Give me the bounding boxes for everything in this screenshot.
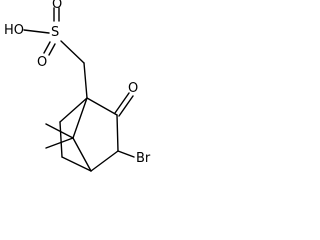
bond-c7-methyl-b <box>45 137 74 149</box>
sulfonic-acid-group <box>23 7 85 64</box>
bond-c1-c2 <box>86 97 118 116</box>
bond-c4-c5 <box>61 156 92 172</box>
ketone-group <box>114 92 134 117</box>
bond-s-o-bottom-b <box>48 43 56 56</box>
atom-label-sulfonyl-oxygen-top: O <box>52 0 62 12</box>
bond-ch2-c1 <box>83 62 88 99</box>
bond-c3-c4 <box>90 150 119 172</box>
structure-diagram: HO S O O O Br <box>4 0 151 172</box>
bond-c2-o-a <box>114 92 130 114</box>
bond-c2-o-b <box>118 95 134 117</box>
atom-label-sulfur: S <box>51 25 59 40</box>
bond-c5-c6 <box>59 121 63 158</box>
bond-s-o-bottom-a <box>43 41 51 54</box>
bond-c2-c3 <box>116 114 119 152</box>
bond-c7-methyl-a <box>45 123 74 139</box>
bicyclic-skeleton <box>45 62 119 172</box>
atom-label-bromine: Br <box>136 151 151 166</box>
bond-c7-c4 <box>72 137 92 172</box>
bond-c3-br <box>117 150 135 158</box>
atom-label-sulfonyl-oxygen-bottom: O <box>37 55 47 70</box>
bond-s-oh <box>23 29 50 34</box>
bond-c1-c7 <box>72 97 88 139</box>
bond-s-ch2 <box>60 40 85 64</box>
atom-label-hydroxyl: HO <box>4 23 24 38</box>
bond-c6-c1 <box>59 97 88 123</box>
atom-label-ketone-oxygen: O <box>128 81 138 96</box>
